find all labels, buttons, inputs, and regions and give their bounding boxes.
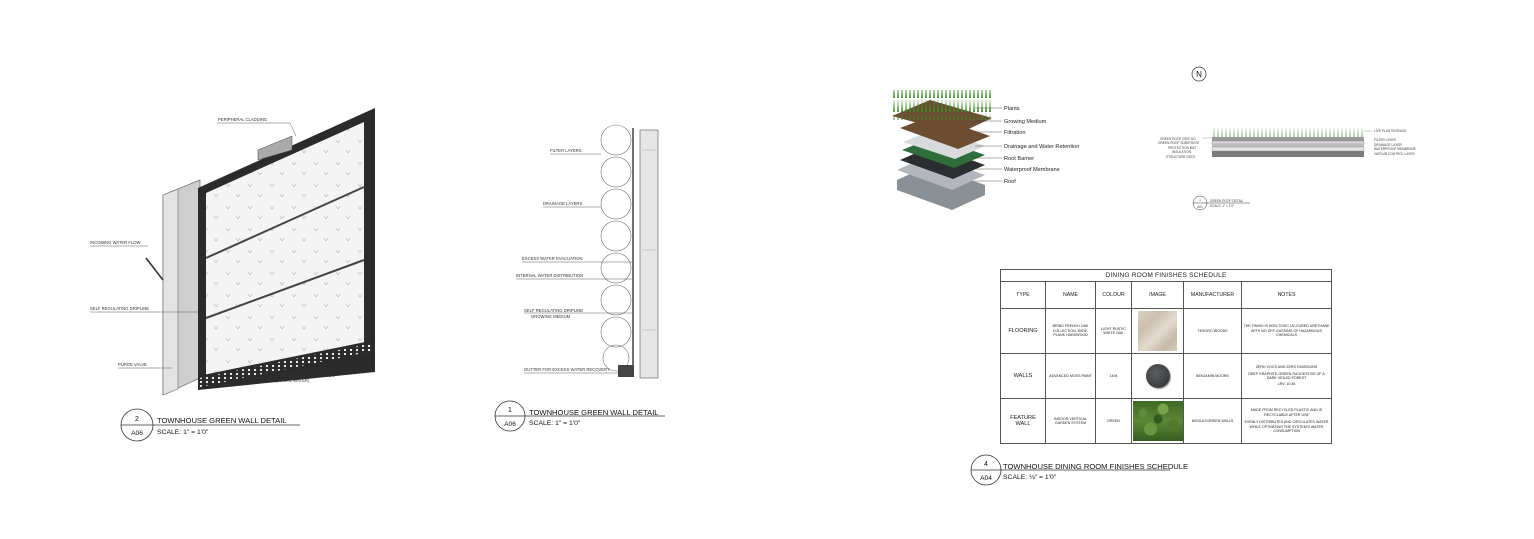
callout-peripheral-cladding: PERIPHERAL CLADDING — [218, 117, 267, 122]
row-colour: LIGHT RUSTIC WHITE OAK — [1095, 308, 1132, 354]
green-roof-layers-illustration — [892, 90, 992, 210]
schedule-header-row: TYPE NAME COLOUR IMAGE MANUFACTURER NOTE… — [1000, 281, 1332, 309]
row-notes: THE FINISH IS NON-TOXIC UV-CURED URETHAN… — [1241, 308, 1332, 354]
table-row: FLOORING BRIND FRENCH OAK COLLECTION, WI… — [1000, 308, 1332, 354]
legend-plants: Plants — [1004, 106, 1020, 112]
detail-4-number: 4 — [984, 461, 988, 468]
callout-self-regulating-dripline-section: SELF REGULATING DRIPLINE — [524, 308, 583, 313]
row-type: FEATURE WALL — [1000, 398, 1046, 444]
row-notes: ZERO VOCS AND ZERO EMISSIONS DEEP GRAPHI… — [1241, 353, 1332, 399]
row-notes: MADE FROM RECYCLED PLASTIC AND IS RECYCL… — [1241, 398, 1332, 444]
vertical-garden-swatch — [1133, 401, 1183, 441]
row-manufacturer: TESORO WOODS — [1183, 308, 1242, 354]
green-roof-ref-scale: SCALE: 1" = 1'0" — [1210, 204, 1234, 208]
green-roof-ref-sheet: A01 — [1197, 205, 1203, 209]
row-type: WALLS — [1000, 353, 1046, 399]
section-label-right-1: LIVE PLANTS/GRASS — [1374, 129, 1406, 133]
detail-4-sheet-ref: A04 — [980, 475, 992, 482]
callout-waste-water: (WASTE WATER) — [276, 378, 310, 383]
section-label-left-1: GREEN ROOF (SEE NO — [1160, 137, 1196, 141]
row-type: FLOORING — [1000, 308, 1046, 354]
detail-2-number: 2 — [135, 416, 139, 423]
detail-2-sheet-ref: A06 — [131, 430, 143, 437]
section-label-left-3: PROTECTION MAT — [1168, 146, 1196, 150]
row-colour: GREEN — [1095, 398, 1132, 444]
section-label-left-4: INSULATION — [1172, 150, 1192, 154]
row-manufacturer: BENJAMIN MOORE — [1183, 353, 1242, 399]
row-colour: 1494 — [1095, 353, 1132, 399]
note-line: MADE FROM RECYCLED PLASTIC AND IS RECYCL… — [1250, 408, 1323, 417]
detail-1-title: TOWNHOUSE GREEN WALL DETAIL — [529, 408, 659, 417]
section-label-right-3: DRAINAGE LAYER — [1374, 143, 1402, 147]
callout-self-regulating-dripline: SELF REGULATING DRIPLINE — [90, 306, 149, 311]
green-roof-section-labels: GREEN ROOF (SEE NO GREEN ROOF SUBSTRATE … — [1158, 129, 1416, 159]
green-roof-ref-title: GREEN ROOF DETAIL — [1210, 199, 1243, 203]
header-name: NAME — [1045, 281, 1096, 309]
legend-waterproof-membrane: Waterproof Membrane — [1004, 167, 1060, 173]
header-colour: COLOUR — [1095, 281, 1132, 309]
note-line: ZERO VOCS AND ZERO EMISSIONS — [1255, 365, 1318, 370]
header-manufacturer: MANUFACTURER — [1183, 281, 1242, 309]
row-name: ADVANCED MOSS PAINT — [1045, 353, 1096, 399]
detail-4-scale: SCALE: ⅛" = 1'0" — [1003, 474, 1057, 481]
row-name: BRIND FRENCH OAK COLLECTION, WIDE-PLANK … — [1045, 308, 1096, 354]
green-roof-legend: Plants Growing Medium Filtration Drainag… — [975, 106, 1079, 185]
detail-2-scale: SCALE: 1" = 1'0" — [157, 429, 209, 436]
table-row: FEATURE WALL INDOOR VERTICAL GARDEN SYST… — [1000, 398, 1332, 444]
callout-growing-medium: GROWING MEDIUM — [531, 314, 571, 319]
section-label-left-2: GREEN ROOF SUBSTRATE — [1158, 141, 1199, 145]
detail-1-scale: SCALE: 1" = 1'0" — [529, 420, 581, 427]
callout-internal-water-distribution: INTERNAL WATER DISTRIBUTION — [516, 273, 583, 278]
note-line: DEEP GRAPHITE-GREEN SUGGESTIVE OF A DARK… — [1248, 371, 1325, 380]
green-roof-ref-number: 1 — [1199, 198, 1201, 202]
callout-purge-valve: PURGE VALVE — [118, 362, 147, 367]
callout-excess-water-evacuation-section: EXCESS WATER EVACUATION — [522, 256, 583, 261]
green-roof-section — [1211, 128, 1365, 157]
row-image — [1131, 398, 1184, 444]
section-label-left-5: STRUCTURE DECK — [1166, 155, 1196, 159]
north-arrow: N — [1191, 66, 1207, 82]
row-manufacturer: MODULOGREEN WALLS — [1183, 398, 1242, 444]
callout-excess-water-evacuation: EXCESS WATER EVACUATION — [274, 373, 335, 378]
detail-2-title: TOWNHOUSE GREEN WALL DETAIL — [157, 416, 287, 425]
note-line: EVENLY DISTRIBUTES AND CIRCULATES WATER … — [1244, 420, 1329, 434]
callout-incoming-water-flow: INCOMING WATER FLOW — [90, 240, 141, 245]
callout-drainage-layers: DRAINAGE LAYERS — [543, 201, 582, 206]
legend-root-barrier: Root Barrier — [1004, 156, 1034, 162]
row-image — [1131, 308, 1184, 354]
header-notes: NOTES — [1241, 281, 1332, 309]
detail-1-number: 1 — [508, 407, 512, 414]
header-image: IMAGE — [1131, 281, 1184, 309]
detail-4-title: TOWNHOUSE DINING ROOM FINISHES SCHEDULE — [1003, 462, 1188, 471]
table-row: WALLS ADVANCED MOSS PAINT 1494 BENJAMIN … — [1000, 353, 1332, 399]
legend-drainage: Drainage and Water Retention — [1004, 144, 1079, 150]
green-roof-ref-block: 1 A01 GREEN ROOF DETAIL SCALE: 1" = 1'0" — [1192, 195, 1250, 211]
row-name: INDOOR VERTICAL GARDEN SYSTEM — [1045, 398, 1096, 444]
legend-roof: Roof — [1004, 179, 1016, 185]
finishes-schedule-table: DINING ROOM FINISHES SCHEDULE TYPE NAME … — [1000, 269, 1332, 444]
paint-swatch — [1145, 364, 1170, 388]
note-line: LRV: 10.46 — [1277, 382, 1296, 387]
detail-2-callouts: PERIPHERAL CLADDING INCOMING WATER FLOW … — [90, 117, 335, 383]
legend-growing-medium: Growing Medium — [1004, 119, 1047, 125]
detail-1-callouts: FILTER LAYERS DRAINAGE LAYERS EXCESS WAT… — [516, 148, 632, 374]
callout-filter-layers: FILTER LAYERS — [550, 148, 582, 153]
section-label-right-4: WATERPROOF MEMBRANE — [1374, 147, 1416, 151]
detail-4-title-block: 4 A04 TOWNHOUSE DINING ROOM FINISHES SCH… — [970, 454, 1188, 486]
detail-1-title-block: 1 A06 TOWNHOUSE GREEN WALL DETAIL SCALE:… — [494, 400, 665, 432]
section-label-right-2: FILTER LAYER — [1374, 138, 1397, 142]
green-wall-isometric — [145, 108, 375, 396]
green-wall-section — [600, 124, 659, 379]
schedule-caption: DINING ROOM FINISHES SCHEDULE — [1000, 269, 1332, 282]
section-label-right-5: VAPOUR CONTROL LAYER — [1374, 152, 1415, 156]
callout-gutter: GUTTER FOR EXCESS WATER RECOVERY — [524, 367, 610, 372]
oak-plank-swatch — [1138, 311, 1177, 351]
detail-1-sheet-ref: A06 — [504, 421, 516, 428]
detail-2-title-block: 2 A06 TOWNHOUSE GREEN WALL DETAIL SCALE:… — [120, 408, 300, 442]
row-image — [1131, 353, 1184, 399]
legend-filtration: Filtration — [1004, 130, 1025, 136]
header-type: TYPE — [1000, 281, 1046, 309]
north-label: N — [1196, 70, 1202, 79]
